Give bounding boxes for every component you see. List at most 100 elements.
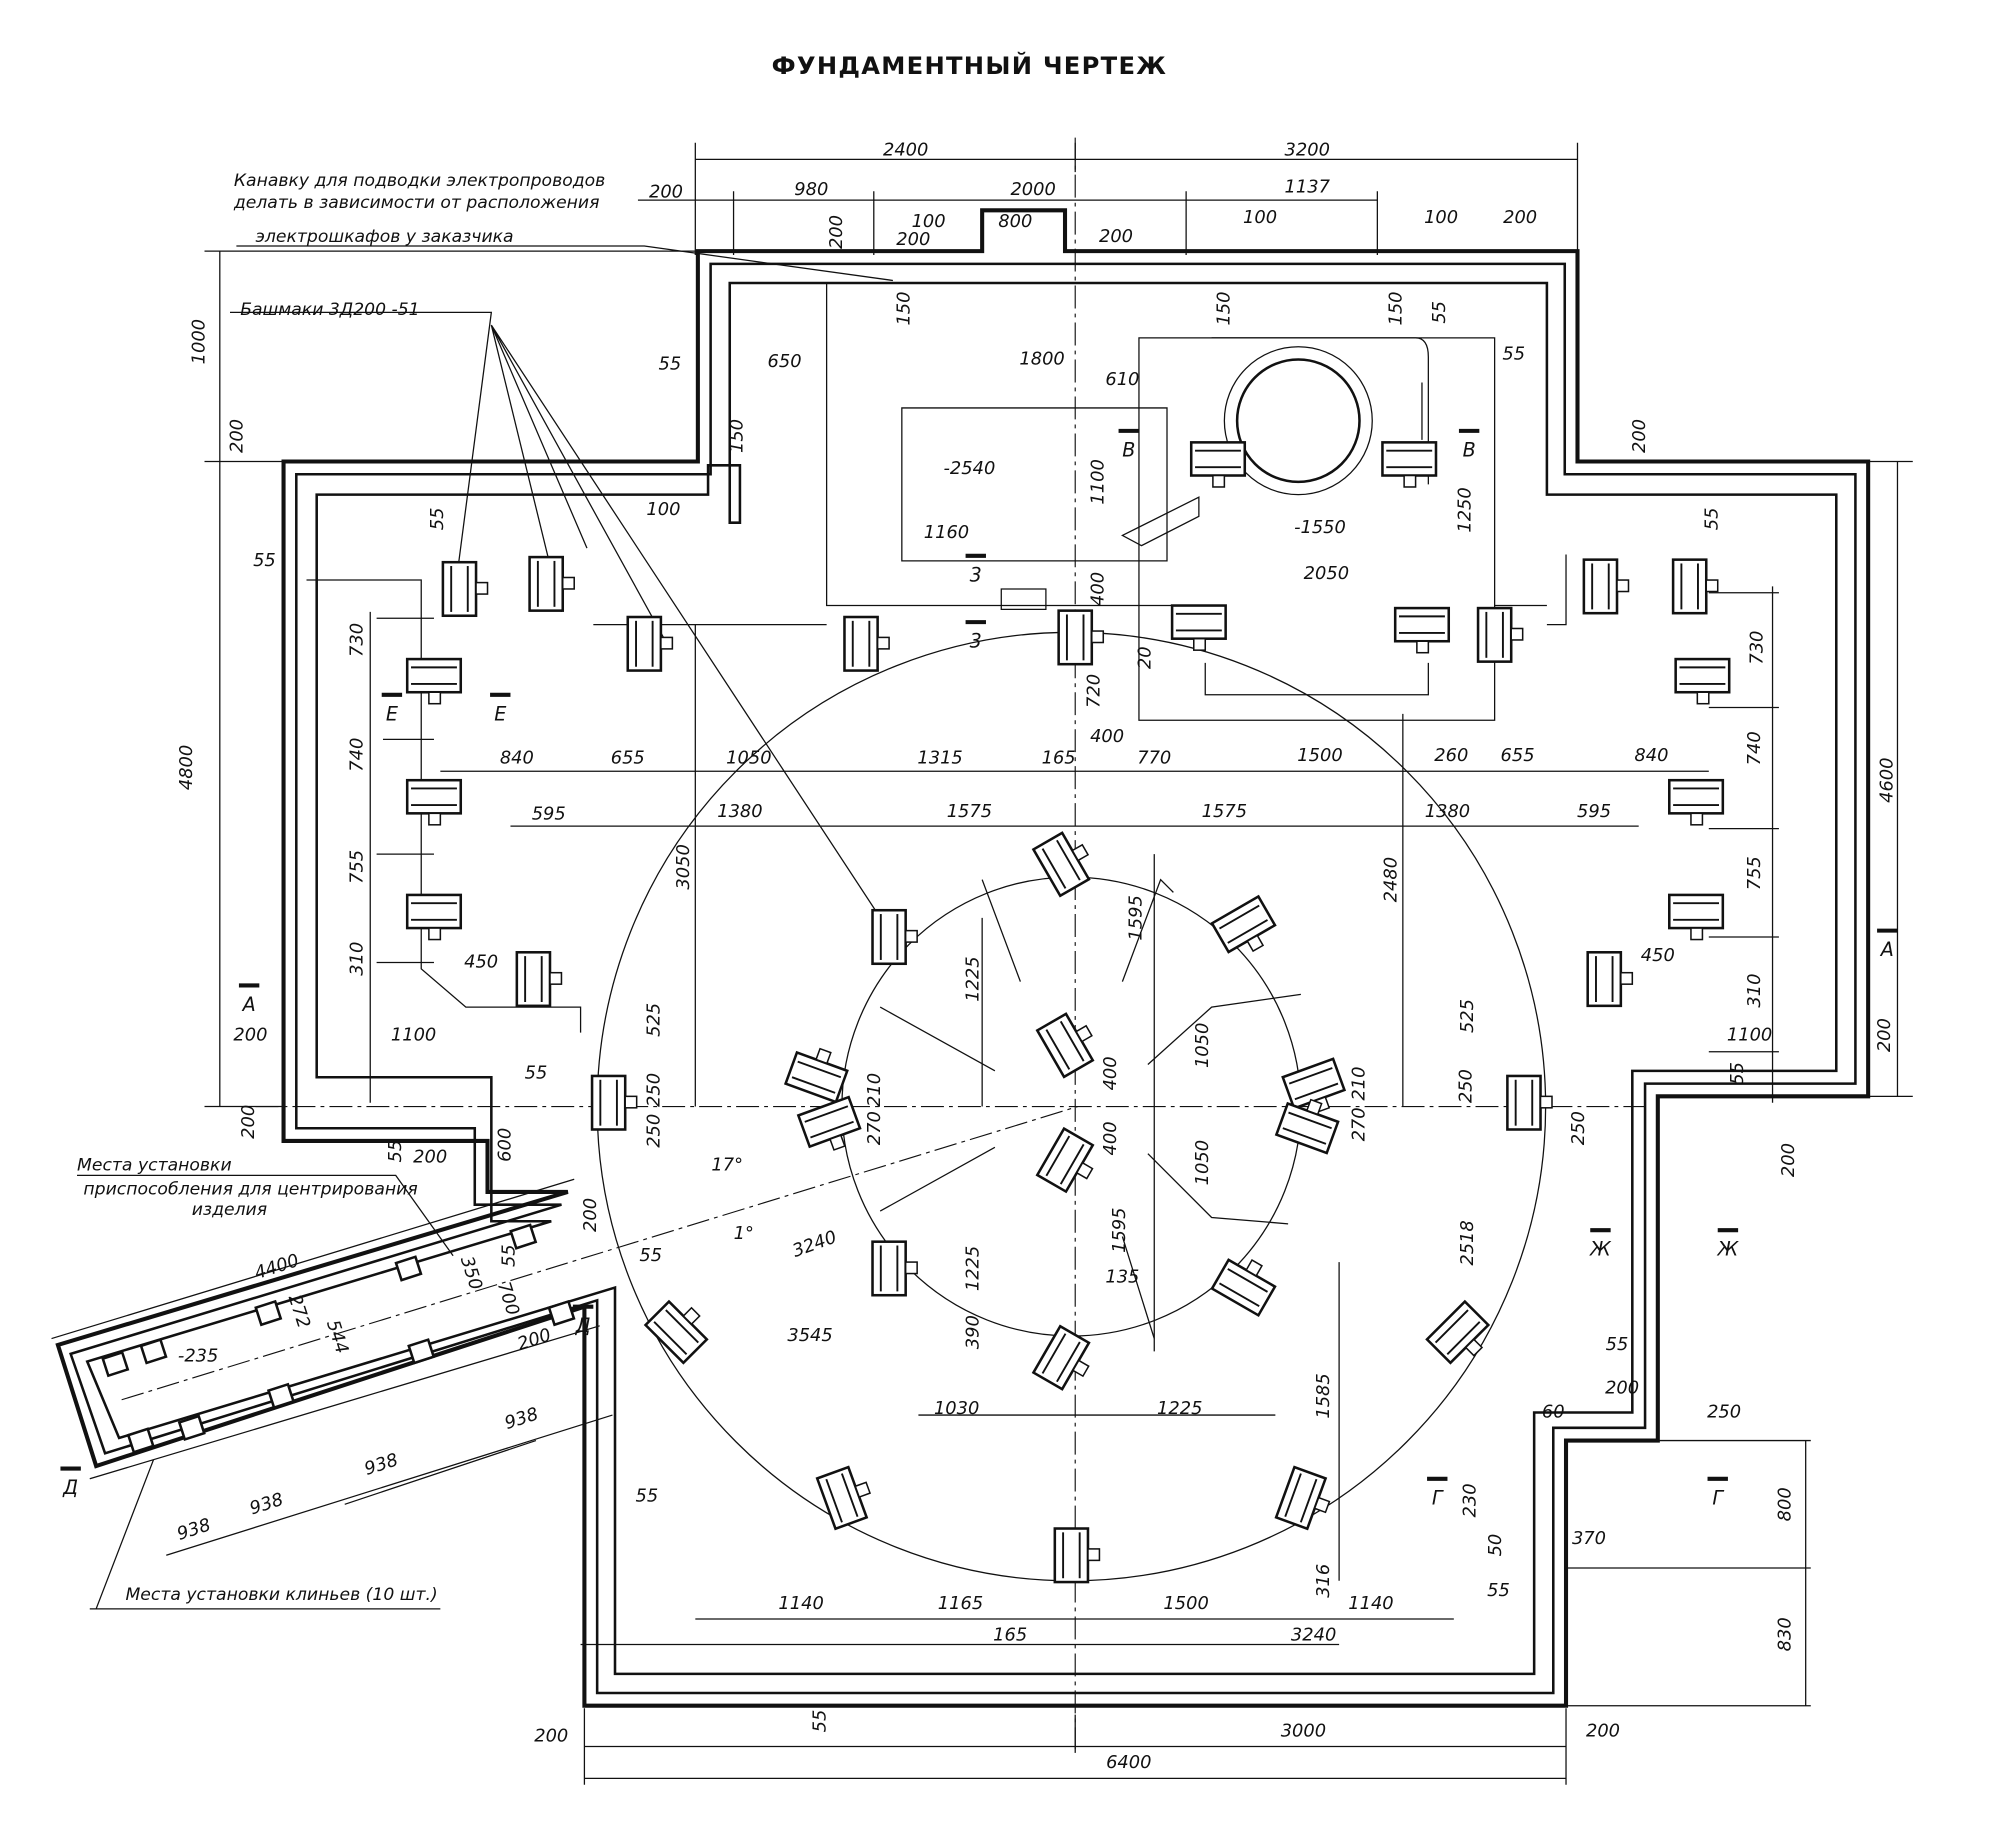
dimension-label: 55 bbox=[1487, 1580, 1510, 1601]
dimension-label: 1050 bbox=[1192, 1023, 1213, 1068]
dimension-label: 600 bbox=[494, 1128, 515, 1162]
dimension-label: 60 bbox=[1542, 1402, 1565, 1423]
dimension-label: 100 bbox=[912, 211, 946, 232]
dimension-label: 100 bbox=[1424, 207, 1458, 228]
dimension-label: 55 bbox=[498, 1244, 519, 1267]
dimension-label: 200 bbox=[413, 1147, 447, 1168]
dimension-label: -235 bbox=[178, 1346, 218, 1367]
dimension-label: 1165 bbox=[938, 1593, 983, 1614]
dimension-label: 610 bbox=[1105, 369, 1139, 390]
section-mark: Ж bbox=[1589, 1238, 1612, 1261]
foundation-shoe bbox=[871, 1240, 918, 1297]
dimension-label: 938 bbox=[362, 1449, 401, 1479]
dimension-label: 400 bbox=[1090, 726, 1124, 747]
foundation-shoe bbox=[843, 615, 890, 672]
foundation-shoe bbox=[509, 1223, 538, 1250]
foundation-shoe bbox=[1393, 606, 1451, 654]
foundation-shoe bbox=[405, 657, 463, 705]
dimension-label: 3200 bbox=[1285, 140, 1330, 161]
dimension-label: 55 bbox=[658, 354, 681, 375]
dimension-label: 200 bbox=[238, 1105, 259, 1139]
dimension-label: 980 bbox=[794, 179, 828, 200]
foundation-shoe bbox=[1031, 831, 1091, 898]
dimension-label: 55 bbox=[1429, 301, 1450, 324]
note-centering-1: Места установки bbox=[77, 1155, 232, 1175]
dimension-label: 260 bbox=[1434, 745, 1468, 766]
dimension-label: 800 bbox=[998, 211, 1032, 232]
foundation-shoe bbox=[643, 1299, 709, 1365]
foundation-shoe bbox=[177, 1414, 206, 1442]
foundation-shoe bbox=[1057, 609, 1105, 666]
foundation-shoe bbox=[1671, 558, 1719, 615]
dimension-label: 938 bbox=[247, 1489, 286, 1519]
foundation-shoe bbox=[1506, 1074, 1553, 1131]
dimension-label: 55 bbox=[1702, 508, 1723, 531]
foundation-shoe bbox=[1674, 657, 1731, 705]
foundation-shoe bbox=[1031, 1324, 1091, 1391]
foundation-shoe bbox=[1425, 1299, 1491, 1365]
dimension-label: 1030 bbox=[934, 1398, 979, 1419]
dimension-label: 525 bbox=[644, 1003, 665, 1037]
note-wedges: Места установки клиньев (10 шт.) bbox=[125, 1585, 437, 1605]
dimension-label: 272 bbox=[284, 1292, 314, 1331]
dimension-label: 165 bbox=[1042, 748, 1076, 769]
drawing-title: ФУНДАМЕНТНЫЙ ЧЕРТЕЖ bbox=[772, 51, 1168, 80]
section-mark: В bbox=[1463, 438, 1476, 461]
dimension-label: 20 bbox=[1134, 646, 1155, 669]
foundation-shoe bbox=[1210, 1258, 1277, 1318]
dimension-label: 370 bbox=[1572, 1528, 1606, 1549]
note-cable-channel-1: Канавку для подводки электропроводов bbox=[234, 171, 606, 191]
dimension-label: 1225 bbox=[962, 956, 983, 1001]
dimension-label: 1225 bbox=[962, 1246, 983, 1291]
foundation-shoe bbox=[101, 1350, 130, 1378]
dimension-label: 700 bbox=[493, 1279, 523, 1318]
foundation-shoe bbox=[1274, 1098, 1340, 1155]
dimension-label: 1380 bbox=[1425, 801, 1470, 822]
foundation-shoe bbox=[1170, 604, 1227, 651]
dimension-label: 3050 bbox=[673, 844, 694, 889]
dimension-label: 2518 bbox=[1457, 1220, 1478, 1265]
dimension-label: 210 bbox=[864, 1073, 885, 1107]
dimension-label: 400 bbox=[1087, 572, 1108, 606]
dimension-label: 316 bbox=[1313, 1564, 1334, 1598]
dimension-label: 1380 bbox=[717, 801, 762, 822]
foundation-shoe bbox=[254, 1299, 283, 1327]
dimension-label: 2000 bbox=[1010, 179, 1055, 200]
dimension-label: 55 bbox=[525, 1063, 548, 1084]
dimension-label: 1500 bbox=[1297, 745, 1342, 766]
dimension-label: 200 bbox=[227, 419, 248, 453]
dimension-label: 3240 bbox=[790, 1227, 840, 1262]
foundation-shoe bbox=[1582, 558, 1630, 615]
dimension-label: 830 bbox=[1774, 1617, 1795, 1651]
dimension-label: 1225 bbox=[1157, 1398, 1202, 1419]
dimension-label: 400 bbox=[1100, 1056, 1121, 1090]
section-mark: Г bbox=[1432, 1486, 1444, 1509]
dimension-label: 840 bbox=[500, 748, 534, 769]
dimension-label: 250 bbox=[1456, 1069, 1477, 1103]
dimension-label: 840 bbox=[1634, 745, 1668, 766]
dimension-label: 1595 bbox=[1109, 1208, 1130, 1253]
dimension-label: 200 bbox=[1778, 1143, 1799, 1177]
dimension-label: 250 bbox=[1568, 1111, 1589, 1145]
foundation-shoe bbox=[394, 1255, 423, 1282]
dimension-label: 150 bbox=[893, 291, 914, 325]
dimension-label: 200 bbox=[580, 1198, 601, 1232]
foundation-shoe bbox=[1035, 1126, 1095, 1194]
dimension-label: 755 bbox=[1744, 856, 1765, 890]
dimension-label: 720 bbox=[1083, 674, 1104, 708]
dimension-label: 55 bbox=[1727, 1062, 1748, 1085]
section-mark: Е bbox=[494, 702, 507, 725]
dimension-label: 740 bbox=[347, 738, 368, 772]
dimension-label: 1250 bbox=[1454, 487, 1475, 532]
foundation-shoe bbox=[783, 1047, 849, 1104]
dimension-label: 150 bbox=[1386, 291, 1407, 325]
dimension-label: 200 bbox=[534, 1725, 568, 1746]
dimension-label: 450 bbox=[1641, 945, 1675, 966]
dimension-label: 1500 bbox=[1163, 1593, 1208, 1614]
dimension-label: 938 bbox=[502, 1404, 541, 1434]
dimension-label: 210 bbox=[1349, 1067, 1370, 1101]
foundation-shoe bbox=[1035, 1012, 1095, 1079]
dimension-label: 230 bbox=[1460, 1483, 1481, 1517]
